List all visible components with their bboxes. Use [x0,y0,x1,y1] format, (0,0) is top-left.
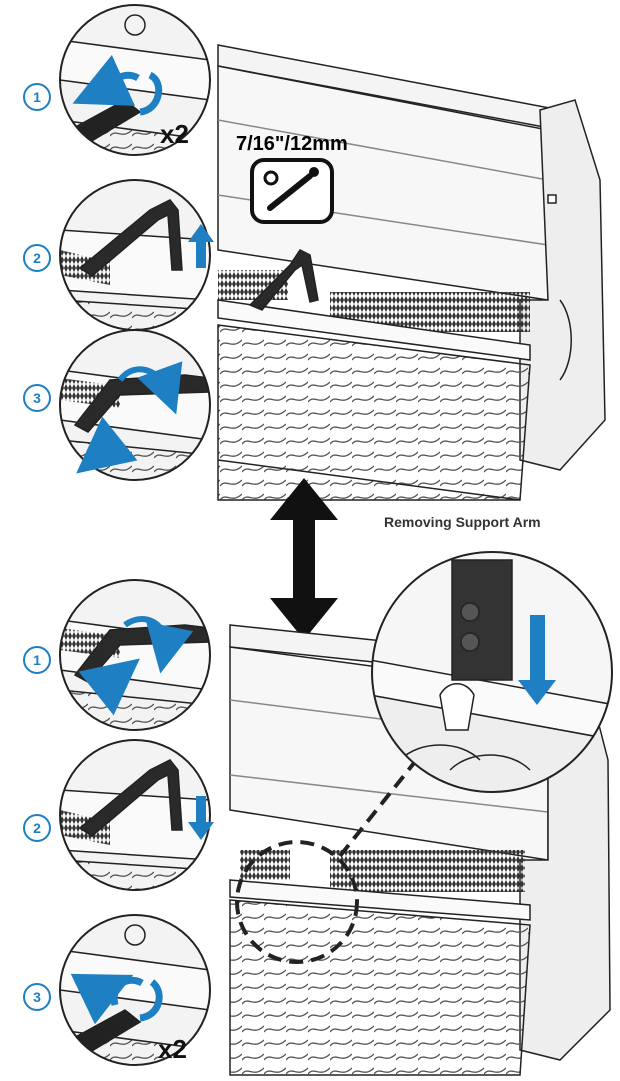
up-right-arrow-icon [78,658,140,716]
removal-step-2-badge: 2 [23,244,51,272]
caption-removing-support-arm: Removing Support Arm [384,514,541,530]
install-step-1-detail [59,579,211,731]
removal-step-2-number: 2 [33,250,41,266]
wrench-tool-box [250,158,334,224]
install-step-2-number: 2 [33,820,41,836]
tool-size-label: 7/16"/12mm [236,133,348,155]
zoom-detail-circle [371,551,613,793]
double-arrow-icon [270,478,338,640]
removal-step-3-detail [59,329,211,481]
removal-step-1-badge: 1 [23,83,51,111]
curved-arrow-icon [123,616,194,674]
removal-step-3-number: 3 [33,390,41,406]
install-step-1-number: 1 [33,652,41,668]
down-arrow-icon [188,796,214,840]
right-arrow-icon [70,973,134,1025]
highlight-dashed-circle [235,840,359,964]
install-step-1-badge: 1 [23,646,51,674]
down-arrow-icon [518,615,556,705]
up-arrow-icon [188,224,214,268]
down-left-arrow-icon [76,416,138,474]
removal-step-1-number: 1 [33,89,41,105]
install-step-3-detail [59,914,211,1066]
install-step-2-badge: 2 [23,814,51,842]
install-step-2-detail [59,739,214,891]
install-step-3-multiplier: x2 [158,1034,187,1064]
removal-step-2-detail [59,179,214,331]
removal-step-1-multiplier: x2 [160,119,189,149]
removal-step-3-badge: 3 [23,384,51,412]
install-step-3-badge: 3 [23,983,51,1011]
install-step-3-number: 3 [33,989,41,1005]
left-arrow-icon [72,54,136,106]
grill-bottom-illustration [229,624,611,1076]
curved-arrow-icon [117,361,183,415]
grill-top-illustration [217,44,606,501]
